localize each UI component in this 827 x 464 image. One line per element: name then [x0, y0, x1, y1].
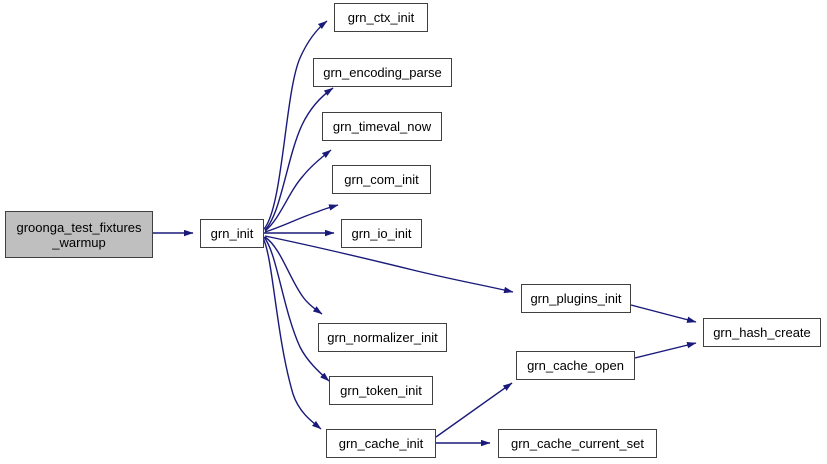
- node-grn_cache_open[interactable]: grn_cache_open: [516, 351, 635, 380]
- node-label-grn_encoding_parse: grn_encoding_parse: [323, 65, 442, 80]
- node-label-groonga_test_fixtures_warmup: groonga_test_fixtures _warmup: [16, 219, 142, 250]
- edge-grn_init-to-grn_com_init: [264, 204, 339, 233]
- node-label-grn_timeval_now: grn_timeval_now: [332, 119, 432, 134]
- edge-grn_init-to-grn_timeval_now: [264, 149, 332, 232]
- node-grn_io_init[interactable]: grn_io_init: [341, 219, 422, 248]
- node-grn_com_init[interactable]: grn_com_init: [332, 165, 431, 194]
- node-label-grn_ctx_init: grn_ctx_init: [347, 10, 415, 25]
- node-grn_init[interactable]: grn_init: [200, 219, 264, 248]
- edge-grn_init-to-grn_plugins_init: [264, 235, 514, 294]
- node-label-grn_cache_open: grn_cache_open: [527, 358, 624, 373]
- edge-grn_cache_init-to-grn_cache_open: [435, 382, 513, 438]
- node-grn_plugins_init[interactable]: grn_plugins_init: [521, 284, 631, 313]
- edge-grn_init-to-grn_encoding_parse: [264, 87, 334, 231]
- node-grn_cache_current_set[interactable]: grn_cache_current_set: [498, 429, 657, 458]
- node-grn_normalizer_init[interactable]: grn_normalizer_init: [318, 323, 447, 352]
- node-grn_encoding_parse[interactable]: grn_encoding_parse: [313, 58, 452, 87]
- node-grn_token_init[interactable]: grn_token_init: [329, 376, 433, 405]
- node-label-grn_cache_current_set: grn_cache_current_set: [511, 436, 644, 451]
- node-grn_timeval_now[interactable]: grn_timeval_now: [322, 112, 442, 141]
- edge-grn_init-to-grn_ctx_init: [263, 20, 328, 230]
- node-grn_cache_init[interactable]: grn_cache_init: [326, 429, 436, 458]
- edge-grn_init-to-grn_cache_init: [262, 237, 322, 430]
- edge-grn_plugins_init-to-grn_hash_create: [630, 304, 697, 323]
- node-label-grn_normalizer_init: grn_normalizer_init: [327, 330, 438, 345]
- node-groonga_test_fixtures_warmup[interactable]: groonga_test_fixtures _warmup: [5, 211, 153, 258]
- edge-paths: [153, 20, 697, 447]
- node-label-grn_io_init: grn_io_init: [351, 226, 412, 241]
- node-label-grn_cache_init: grn_cache_init: [338, 436, 424, 451]
- node-grn_hash_create[interactable]: grn_hash_create: [703, 318, 821, 347]
- node-label-grn_token_init: grn_token_init: [340, 383, 422, 398]
- edge-grn_init-to-grn_token_init: [263, 236, 330, 382]
- node-grn_ctx_init[interactable]: grn_ctx_init: [334, 3, 428, 32]
- edge-grn_init-to-grn_normalizer_init: [264, 236, 323, 315]
- node-label-grn_init: grn_init: [210, 226, 254, 241]
- edge-grn_cache_open-to-grn_hash_create: [634, 342, 697, 359]
- node-label-grn_hash_create: grn_hash_create: [713, 325, 811, 340]
- node-label-grn_plugins_init: grn_plugins_init: [530, 291, 622, 306]
- node-label-grn_com_init: grn_com_init: [344, 172, 419, 187]
